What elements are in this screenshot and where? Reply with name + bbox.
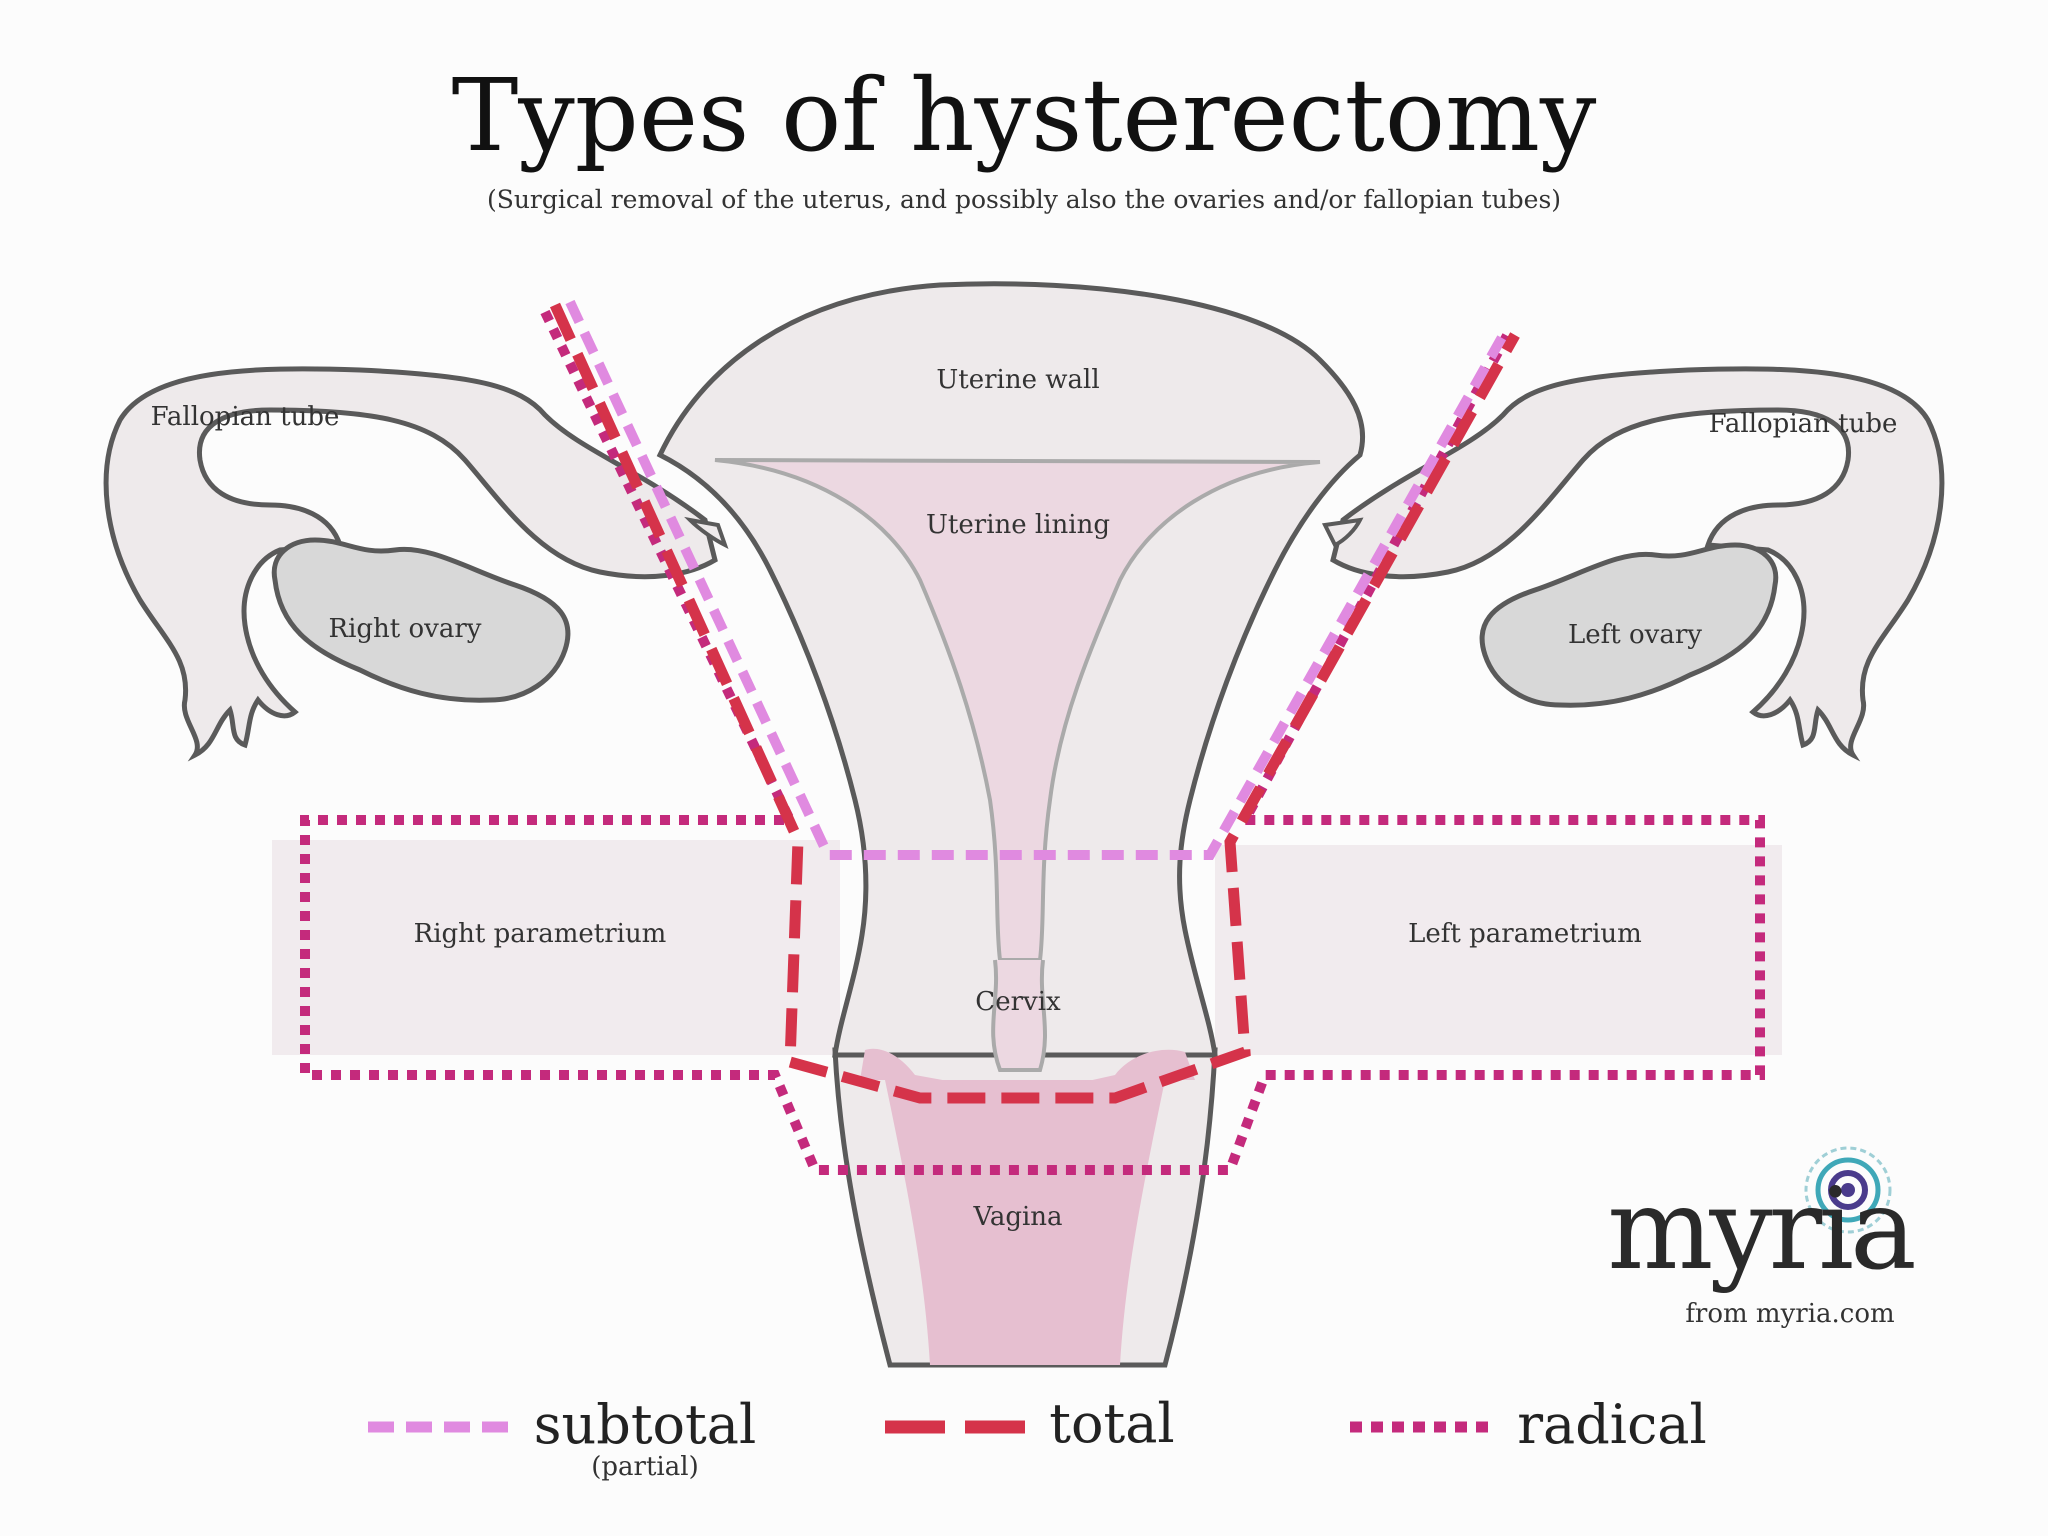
page-title: Types of hysterectomy	[452, 57, 1597, 174]
label-fallopian-tube-left: Fallopian tube	[1709, 409, 1898, 439]
page-subtitle: (Surgical removal of the uterus, and pos…	[487, 185, 1561, 214]
legend-label-total: total	[1049, 1392, 1174, 1455]
label-cervix: Cervix	[975, 987, 1061, 1017]
legend-label-radical: radical	[1517, 1393, 1707, 1456]
label-right-ovary: Right ovary	[329, 614, 482, 644]
brand-name: myria	[1607, 1165, 1914, 1295]
legend: subtotal (partial) total radical	[368, 1392, 1707, 1482]
label-vagina: Vagina	[972, 1202, 1062, 1232]
legend-label-subtotal: subtotal	[534, 1393, 756, 1456]
left-parametrium-region	[1215, 845, 1782, 1055]
label-fallopian-tube-right: Fallopian tube	[151, 402, 340, 432]
brand-credit: from myria.com	[1685, 1299, 1894, 1329]
label-uterine-wall: Uterine wall	[936, 365, 1099, 395]
myria-logo: myria	[1607, 1148, 1914, 1295]
label-left-ovary: Left ovary	[1568, 620, 1702, 650]
label-left-parametrium: Left parametrium	[1408, 919, 1642, 949]
label-right-parametrium: Right parametrium	[414, 919, 667, 949]
legend-sublabel-subtotal: (partial)	[591, 1452, 698, 1482]
label-uterine-lining: Uterine lining	[926, 510, 1110, 540]
